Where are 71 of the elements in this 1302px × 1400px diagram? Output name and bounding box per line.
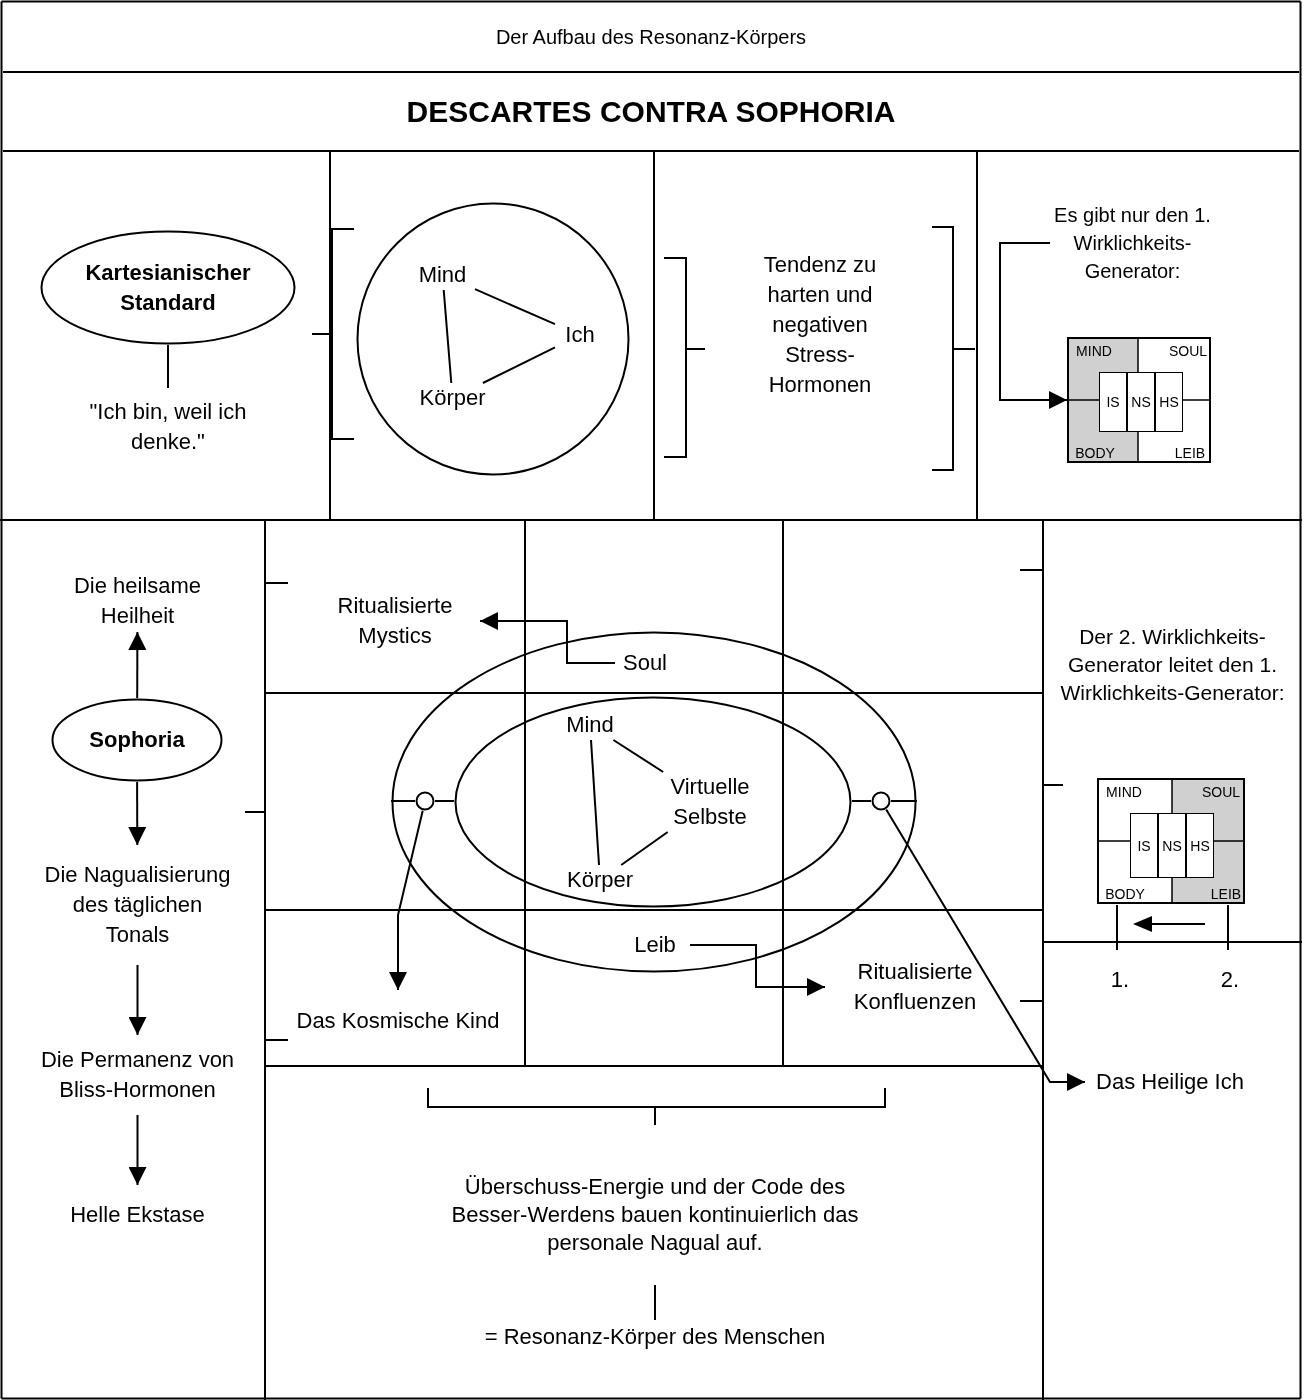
text-label: "Ich bin, weil ich denke." [78,388,258,465]
text-label: 2. [1210,965,1250,995]
connector-line [442,289,453,384]
text-label: 1. [1100,965,1140,995]
text-label: Die Permanenz von Bliss-Hormonen [40,1035,235,1115]
text-label: Der 2. Wirklichkeits-Generator leitet den 1. Wirklichkeits-Generator: [1060,572,1285,757]
cell-panel: HS [1155,372,1183,432]
connector-line [851,800,872,802]
ellipse-shape [51,698,223,782]
arrow [689,944,826,996]
text-label: BODY [1074,444,1116,462]
title-bar: Der Aufbau des Resonanz-Körpers [3,3,1299,73]
arrow [128,964,147,1036]
text-label: SOUL [1201,783,1241,801]
text-label: Ich [555,320,605,350]
arrow [885,808,1086,1091]
text-label: Körper [555,865,645,895]
text-label: Tendenz zu harten und negativen Stress-Hormonen [735,225,905,425]
small-circle [871,791,891,811]
arrow [389,809,424,991]
generator-box [1097,778,1245,904]
text-label: Soul [615,648,675,678]
node-label: Sophoria [89,726,185,754]
ellipse-shape [454,696,852,908]
connector-line [590,739,600,866]
cell-panel: HS [1186,813,1214,878]
text-label: Überschuss-Energie und der Code des Besser-Werdens bauen kontinuierlich das personale Nagual auf. [430,1145,880,1285]
text-label: MIND [1104,783,1144,801]
text-label: LEIB [1209,885,1243,903]
small-circle [415,791,435,811]
arrow [479,612,616,664]
text-label: MIND [1074,342,1114,360]
text-label: Mind [410,260,475,290]
connector-line [620,831,669,866]
text-label: Mind [555,710,625,740]
text-label: Ritualisierte Konfluenzen [825,956,1005,1018]
connector-line [612,739,665,773]
text-label: Virtuelle Selbste [655,772,765,832]
text-label: Es gibt nur den 1. Wirklichkeits-Generator: [1050,198,1215,288]
connector-line [890,800,918,802]
connector-line [434,800,455,802]
cell-panel: IS [1130,813,1158,878]
text-label: Das Heilige Ich [1085,1052,1255,1112]
connector-line [654,1284,656,1321]
connector-line [474,288,556,326]
connector-line [167,344,169,389]
arrow [128,781,147,846]
text-label: BODY [1104,885,1146,903]
cell-panel: NS [1127,372,1155,432]
arrow [128,631,147,699]
connector-line [481,346,556,384]
text-label: = Resonanz-Körper des Menschen [455,1320,855,1354]
text-label: Leib [620,930,690,960]
cell-panel: IS [1099,372,1127,432]
text-label: Die Nagualisierung des täglichen Tonals [40,845,235,965]
text-label: SOUL [1169,342,1207,360]
arrow [128,1114,147,1186]
text-label: Das Kosmische Kind [293,990,503,1052]
text-label: Die heilsame Heilheit [45,570,230,632]
ellipse-shape [40,230,296,345]
text-label: Körper [410,383,495,413]
text-label: Helle Ekstase [60,1185,215,1245]
arrow [999,242,1068,409]
connector-line [390,800,416,802]
text-label: Ritualisierte Mystics [310,590,480,652]
node-label: Kartesianischer Standard [84,258,252,317]
circle-shape [356,202,630,476]
title-bar: DESCARTES CONTRA SOPHORIA [3,73,1299,152]
text-label: LEIB [1173,444,1207,462]
cell-panel: NS [1158,813,1186,878]
generator-box [1067,337,1211,463]
